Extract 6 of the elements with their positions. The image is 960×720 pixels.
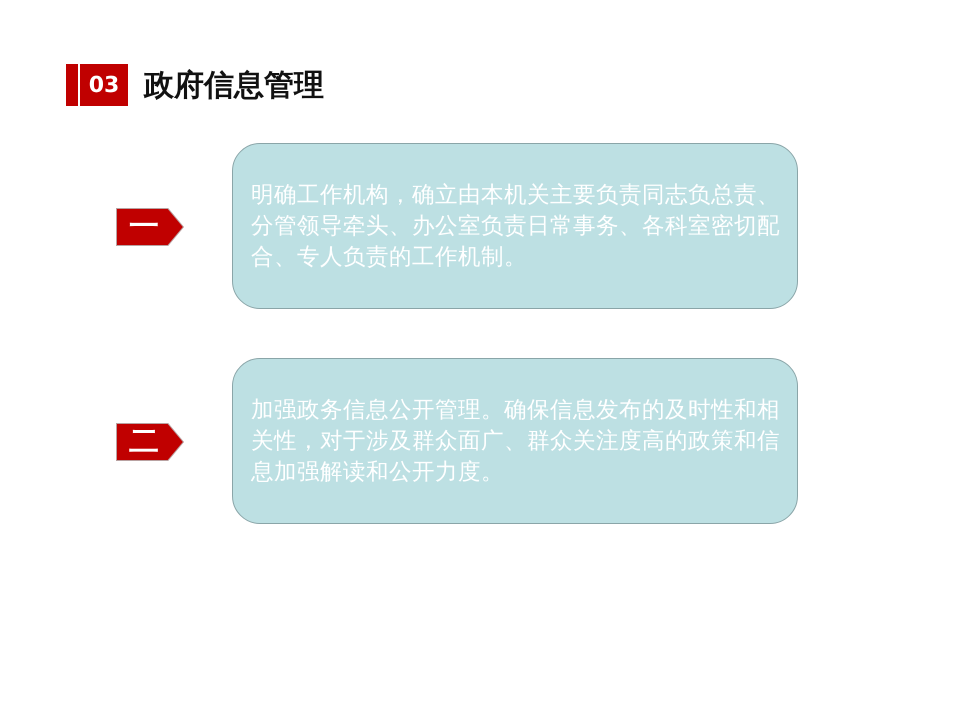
text-card: 明确工作机构，确立由本机关主要负责同志负总责、分管领导牵头、办公室负责日常事务、各科室密切配合、专人负责的工作机制。 <box>232 143 798 309</box>
title: 政府信息管理 <box>144 67 324 105</box>
number-badge: 03 <box>80 64 128 106</box>
text-card: 加强政务信息公开管理。确保信息发布的及时性和相关性，对于涉及群众面广、群众关注度高的政策和信息加强解读和公开力度。 <box>232 358 798 524</box>
pentagon-tag: 二 <box>116 423 184 461</box>
pentagon-tag: 一 <box>116 208 184 246</box>
